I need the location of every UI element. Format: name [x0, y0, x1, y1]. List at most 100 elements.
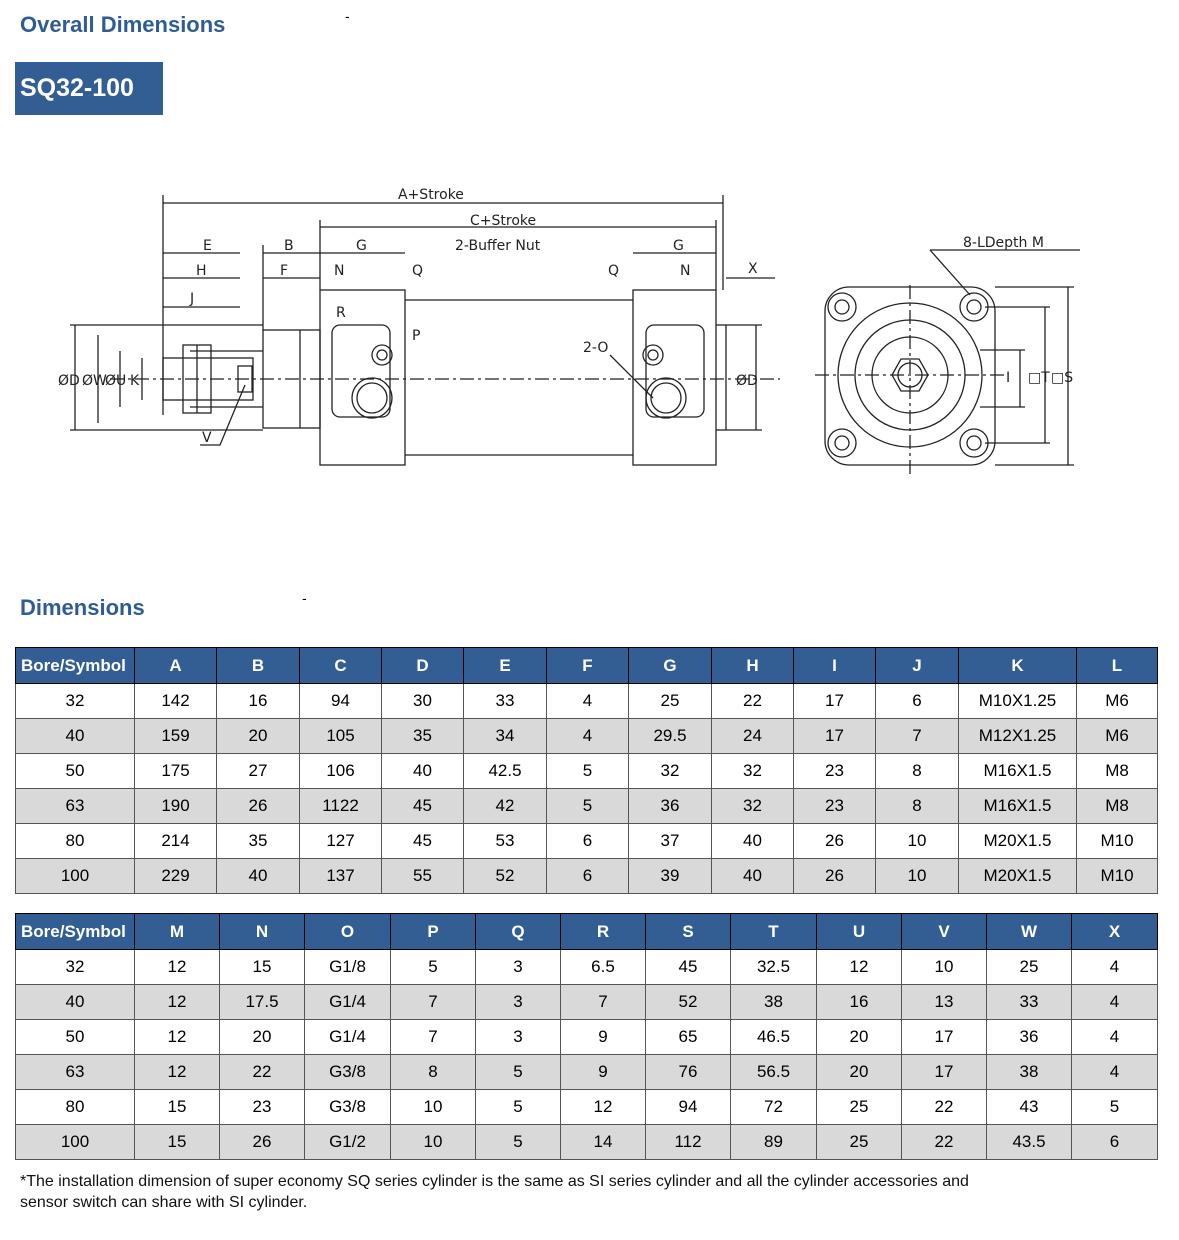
- table-cell: 25: [816, 1089, 902, 1125]
- table-cell: 33: [986, 984, 1072, 1020]
- column-header: R: [560, 913, 646, 950]
- table-cell: 32: [15, 949, 135, 985]
- label-buffer-nut: 2-Buffer Nut: [455, 238, 541, 254]
- label-c-stroke: C+Stroke: [470, 213, 536, 229]
- table-cell: 10: [390, 1089, 476, 1125]
- label-x: X: [748, 261, 758, 277]
- table-cell: 22: [901, 1089, 987, 1125]
- table-cell: 40: [15, 718, 135, 754]
- label-r: R: [336, 305, 346, 321]
- table-cell: 6: [1071, 1124, 1158, 1160]
- label-od: ØD: [58, 373, 80, 389]
- table-cell: 25: [816, 1124, 902, 1160]
- table-cell: 10: [390, 1124, 476, 1160]
- column-header: P: [390, 913, 476, 950]
- table-cell: 7: [390, 1019, 476, 1055]
- table-cell: 5: [475, 1089, 561, 1125]
- column-header: B: [216, 647, 300, 684]
- table-cell: 13: [901, 984, 987, 1020]
- table-cell: 32.5: [730, 949, 817, 985]
- table-cell: 37: [628, 823, 712, 859]
- table-cell: M8: [1076, 788, 1158, 824]
- label-depth: 8-LDepth M: [963, 235, 1044, 251]
- cylinder-drawing: A+Stroke C+Stroke 2-Buffer Nut 8-LDepth …: [58, 187, 1080, 475]
- table-cell: 10: [901, 949, 987, 985]
- column-header: G: [628, 647, 712, 684]
- table-cell: 8: [875, 753, 959, 789]
- table-cell: 12: [134, 949, 220, 985]
- column-header: N: [219, 913, 305, 950]
- table-cell: 26: [216, 788, 300, 824]
- table-cell: 14: [560, 1124, 646, 1160]
- table-cell: 20: [816, 1019, 902, 1055]
- table-cell: 12: [560, 1089, 646, 1125]
- table-cell: M16X1.5: [958, 788, 1077, 824]
- table-cell: M20X1.5: [958, 858, 1077, 894]
- table-cell: 8: [875, 788, 959, 824]
- column-header: Q: [475, 913, 561, 950]
- table-cell: 26: [219, 1124, 305, 1160]
- table-cell: 50: [15, 753, 135, 789]
- table-cell: 40: [711, 858, 794, 894]
- table-cell: M16X1.5: [958, 753, 1077, 789]
- table-cell: 100: [15, 1124, 135, 1160]
- table-cell: 16: [216, 683, 300, 719]
- table-cell: 43.5: [986, 1124, 1072, 1160]
- table-cell: G1/4: [304, 1019, 391, 1055]
- table-cell: 4: [546, 718, 629, 754]
- table-cell: 9: [560, 1019, 646, 1055]
- table-cell: 12: [134, 1054, 220, 1090]
- table-cell: 5: [1071, 1089, 1158, 1125]
- label-v: V: [202, 430, 212, 446]
- table-cell: 100: [15, 858, 135, 894]
- table-cell: M10: [1076, 858, 1158, 894]
- table-cell: 6: [546, 823, 629, 859]
- label-q-front: Q: [412, 263, 423, 279]
- table-cell: 8: [390, 1054, 476, 1090]
- table-cell: 55: [381, 858, 464, 894]
- column-header: I: [793, 647, 876, 684]
- table-cell: 42: [463, 788, 547, 824]
- table-cell: 23: [793, 753, 876, 789]
- table-cell: 52: [645, 984, 731, 1020]
- table-cell: 80: [15, 1089, 135, 1125]
- table-cell: G3/8: [304, 1054, 391, 1090]
- table-cell: 36: [628, 788, 712, 824]
- table-cell: 17: [793, 683, 876, 719]
- table-cell: 40: [381, 753, 464, 789]
- table-cell: 5: [475, 1124, 561, 1160]
- stray-dash: -: [345, 8, 350, 24]
- table-cell: 6.5: [560, 949, 646, 985]
- table-cell: 229: [134, 858, 217, 894]
- table-cell: 4: [546, 683, 629, 719]
- table-cell: 45: [645, 949, 731, 985]
- table-cell: 5: [546, 753, 629, 789]
- label-2-o: 2-O: [583, 340, 608, 356]
- table-cell: 89: [730, 1124, 817, 1160]
- table-cell: 76: [645, 1054, 731, 1090]
- table-cell: 20: [216, 718, 300, 754]
- column-header: Bore/Symbol: [15, 913, 135, 950]
- column-header: S: [645, 913, 731, 950]
- label-g-front: G: [356, 238, 367, 254]
- table-cell: M10X1.25: [958, 683, 1077, 719]
- table-cell: 24: [711, 718, 794, 754]
- column-header: U: [816, 913, 902, 950]
- page-title: Overall Dimensions: [20, 12, 226, 37]
- table-cell: 12: [134, 1019, 220, 1055]
- table-cell: 23: [219, 1089, 305, 1125]
- table-cell: 22: [711, 683, 794, 719]
- table-cell: G1/8: [304, 949, 391, 985]
- table-cell: 50: [15, 1019, 135, 1055]
- label-p: P: [412, 328, 420, 344]
- column-header: C: [299, 647, 382, 684]
- model-badge: SQ32-100: [15, 62, 163, 115]
- table-cell: 52: [463, 858, 547, 894]
